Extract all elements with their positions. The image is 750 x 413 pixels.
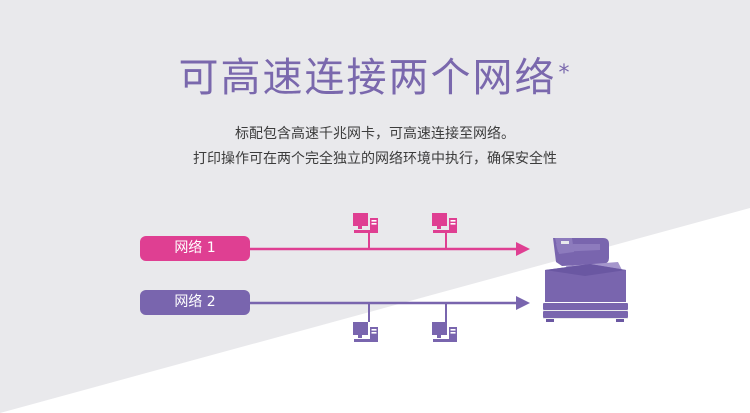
computer-terminal-icon: [432, 322, 457, 342]
network-1-connection: [250, 213, 530, 256]
network-1-arrow: [516, 242, 530, 256]
computer-terminal-icon: [432, 213, 457, 233]
network-2-label: 网络 2: [140, 290, 250, 315]
description-line-1: 标配包含高速千兆网卡，可高速连接至网络。: [235, 126, 515, 142]
computer-terminal-icon: [353, 322, 378, 342]
network-1-label: 网络 1: [140, 236, 250, 261]
printer-icon: [543, 238, 628, 322]
network-2-connection: [250, 296, 530, 342]
computer-terminal-icon: [353, 213, 378, 233]
description-line-2: 打印操作可在两个完全独立的网络环境中执行，确保安全性: [193, 151, 557, 167]
network-2-arrow: [516, 296, 530, 310]
footnote-asterisk: *: [558, 61, 572, 86]
page-title-text: 可高速连接两个网络: [178, 55, 557, 101]
page-title: 可高速连接两个网络*: [0, 52, 750, 104]
